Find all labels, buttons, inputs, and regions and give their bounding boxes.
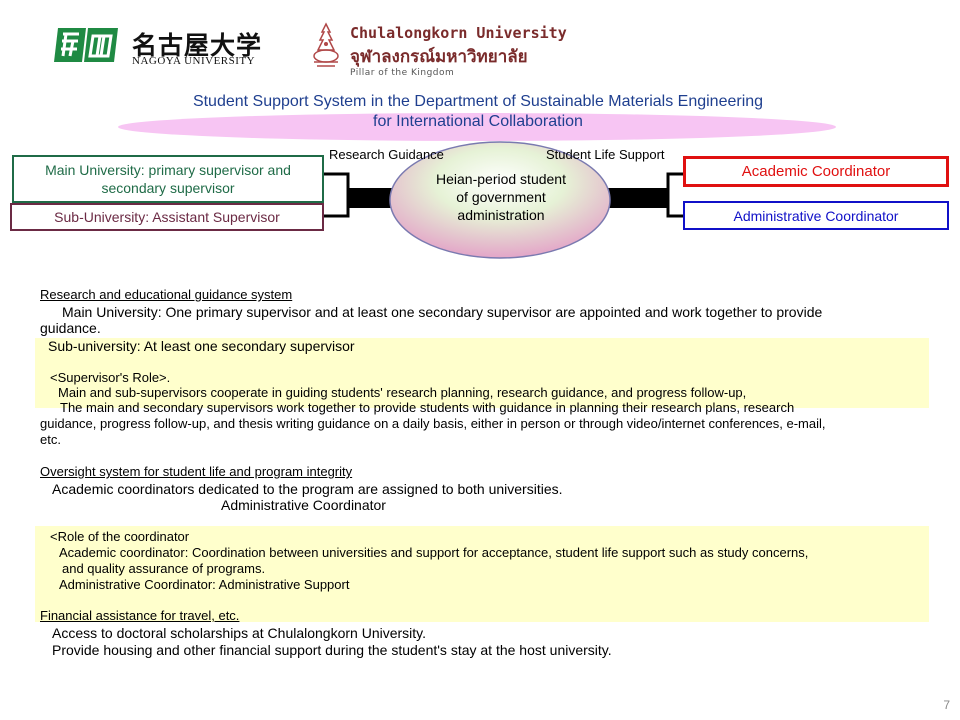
- title-line-2: for International Collaboration: [373, 113, 583, 130]
- section1-main-line1: Main University: One primary supervisor …: [62, 304, 823, 320]
- chula-seal-icon: [313, 22, 339, 67]
- section1-role-line4: etc.: [40, 432, 61, 447]
- sub-university-box: Sub-University: Assistant Supervisor: [10, 203, 324, 231]
- coordinator-role-highlight: [35, 526, 929, 622]
- section1-role-line2: The main and secondary supervisors work …: [60, 400, 795, 415]
- chula-tagline: Pillar of the Kingdom: [350, 68, 455, 78]
- section3-line2: Provide housing and other financial supp…: [52, 642, 612, 658]
- section2-role-heading: <Role of the coordinator: [50, 529, 190, 544]
- section2-role-line1: Academic coordinator: Coordination betwe…: [59, 545, 809, 560]
- student-ellipse: [389, 141, 611, 259]
- page-number: 7: [943, 698, 950, 712]
- page-title: Student Support System in the Department…: [100, 92, 856, 132]
- section1-sub: Sub-university: At least one secondary s…: [48, 338, 355, 354]
- main-university-label: Main University: primary supervisor and …: [45, 162, 291, 196]
- chulalongkorn-university-logo: Chulalongkorn University จุฬาลงกรณ์มหาวิ…: [308, 22, 567, 82]
- title-highlight-ellipse: [118, 113, 836, 141]
- academic-coordinator-box: Academic Coordinator: [683, 156, 949, 187]
- chula-th-name: จุฬาลงกรณ์มหาวิทยาลัย: [350, 47, 528, 67]
- nagoya-en-name: NAGOYA UNIVERSITY: [132, 55, 256, 67]
- section2-heading: Oversight system for student life and pr…: [40, 464, 353, 479]
- main-university-box: Main University: primary supervisor and …: [12, 155, 324, 203]
- section1-role-line3: guidance, progress follow-up, and thesis…: [40, 416, 826, 431]
- section3-line1: Access to doctoral scholarships at Chula…: [52, 625, 427, 641]
- section2-line2: Administrative Coordinator: [221, 497, 386, 513]
- academic-coordinator-label: Academic Coordinator: [741, 162, 891, 180]
- section1-role-line1: Main and sub-supervisors cooperate in gu…: [58, 385, 747, 400]
- support-diagram: [324, 141, 683, 259]
- nagoya-university-logo: 名古屋大学 NAGOYA UNIVERSITY: [52, 24, 262, 68]
- nagoya-emblem-icon: [54, 28, 118, 62]
- sub-university-label: Sub-University: Assistant Supervisor: [54, 209, 280, 225]
- research-guidance-label: Research Guidance: [329, 147, 444, 162]
- section3-heading: Financial assistance for travel, etc.: [40, 608, 240, 623]
- student-label: Heian-period student of government admin…: [436, 171, 566, 223]
- nagoya-jp-name: 名古屋大学: [132, 31, 263, 60]
- supervisor-role-highlight: [35, 338, 929, 408]
- student-life-support-label: Student Life Support: [546, 147, 665, 162]
- section1-heading: Research and educational guidance system: [40, 287, 293, 302]
- section1-role-heading: <Supervisor's Role>.: [50, 370, 171, 385]
- chula-en-name: Chulalongkorn University: [350, 24, 567, 42]
- section2-line1: Academic coordinators dedicated to the p…: [52, 481, 563, 497]
- section1-main-line2: guidance.: [40, 320, 101, 336]
- administrative-coordinator-box: Administrative Coordinator: [683, 201, 949, 230]
- title-line-1: Student Support System in the Department…: [192, 93, 764, 110]
- section2-role-line2: and quality assurance of programs.: [62, 561, 266, 576]
- section2-role-line3: Administrative Coordinator: Administrati…: [59, 577, 350, 592]
- administrative-coordinator-label: Administrative Coordinator: [733, 207, 899, 224]
